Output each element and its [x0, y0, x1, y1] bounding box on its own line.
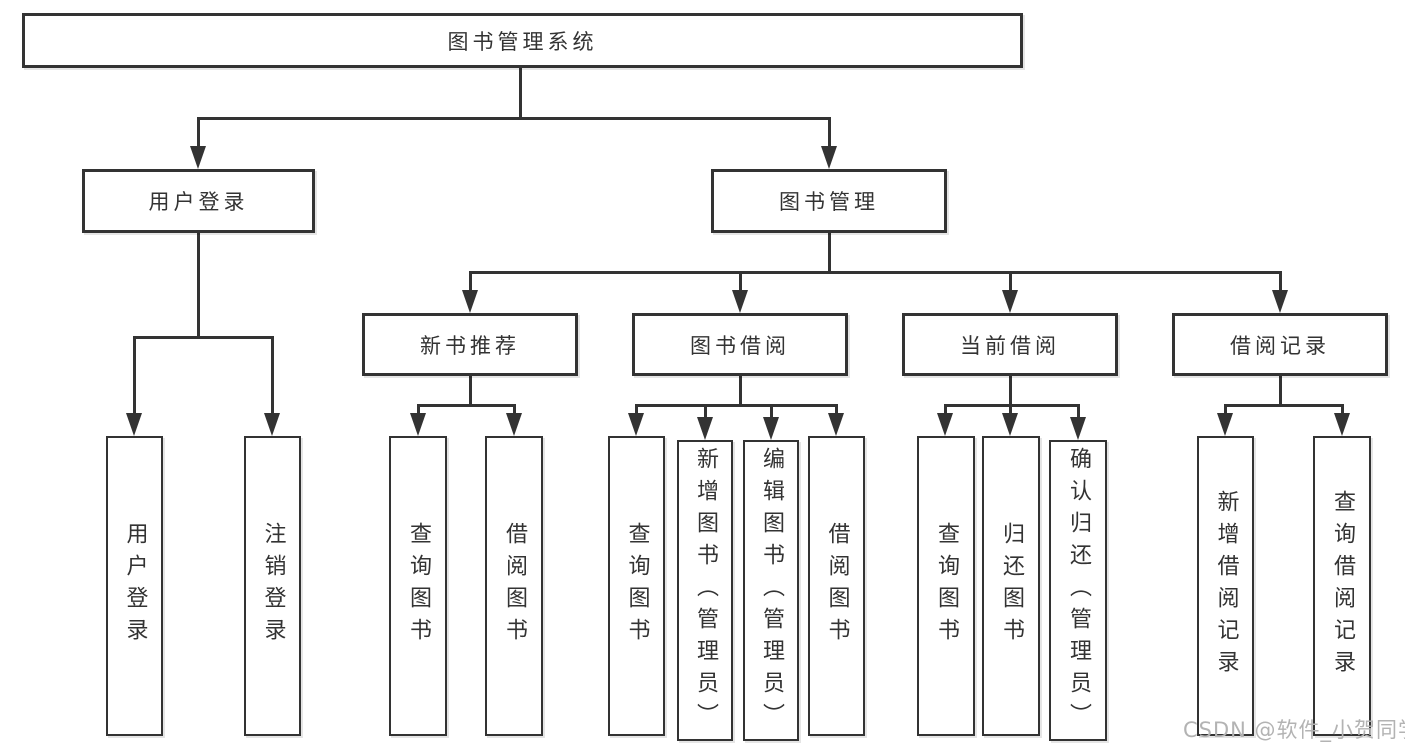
leaf-nb-borrow-books-label: 借阅图书	[502, 522, 527, 650]
connector-line	[271, 337, 274, 414]
leaf-bb-add-books-admin: 新增图书（管理员）	[677, 440, 733, 741]
node-current-borrow: 当前借阅	[902, 313, 1118, 376]
connector-line	[1224, 404, 1344, 407]
connector-line	[469, 272, 472, 291]
connector-line	[417, 404, 516, 407]
leaf-bb-query-books: 查询图书	[608, 436, 665, 736]
connector-line	[133, 337, 136, 414]
arrowhead-down-icon	[1002, 290, 1018, 313]
arrowhead-down-icon	[1272, 290, 1288, 313]
node-borrow-records: 借阅记录	[1172, 313, 1388, 376]
connector-line	[770, 405, 773, 418]
connector-line	[1341, 405, 1344, 414]
leaf-bb-borrow-books: 借阅图书	[808, 436, 865, 736]
arrowhead-down-icon	[828, 413, 844, 436]
leaf-br-add-record-label: 新增借阅记录	[1213, 490, 1239, 682]
node-book-management-label: 图书管理	[779, 190, 879, 214]
connector-line	[133, 336, 274, 339]
arrowhead-down-icon	[763, 417, 779, 440]
connector-line	[1009, 405, 1012, 414]
connector-line	[1224, 405, 1227, 414]
connector-line	[513, 405, 516, 414]
leaf-bb-borrow-books-label: 借阅图书	[824, 522, 850, 650]
leaf-cb-query-books: 查询图书	[917, 436, 975, 736]
leaf-logout-label: 注销登录	[260, 522, 286, 650]
leaf-cb-confirm-return-admin: 确认归还（管理员）	[1049, 440, 1107, 741]
leaf-bb-edit-books-admin-label: 编辑图书（管理员）	[759, 446, 784, 735]
connector-line	[944, 404, 1080, 407]
connector-line	[635, 404, 838, 407]
connector-line	[1009, 272, 1012, 291]
connector-line	[519, 68, 522, 117]
leaf-nb-query-books-label: 查询图书	[406, 522, 431, 650]
leaf-cb-confirm-return-admin-label: 确认归还（管理员）	[1066, 446, 1091, 735]
leaf-cb-return-books: 归还图书	[982, 436, 1040, 736]
node-book-management: 图书管理	[711, 169, 947, 233]
connector-line	[944, 405, 947, 414]
connector-line	[417, 405, 420, 414]
arrowhead-down-icon	[821, 146, 837, 169]
arrowhead-down-icon	[697, 417, 713, 440]
node-user-login: 用户登录	[82, 169, 315, 233]
leaf-br-add-record: 新增借阅记录	[1197, 436, 1254, 736]
arrowhead-down-icon	[1334, 413, 1350, 436]
arrowhead-down-icon	[1217, 413, 1233, 436]
node-new-book-recommend: 新书推荐	[362, 313, 578, 376]
node-current-borrow-label: 当前借阅	[960, 333, 1060, 358]
node-root: 图书管理系统	[22, 13, 1023, 68]
node-borrow-records-label: 借阅记录	[1230, 333, 1330, 358]
arrowhead-down-icon	[462, 290, 478, 313]
leaf-cb-query-books-label: 查询图书	[934, 522, 959, 650]
arrowhead-down-icon	[190, 146, 206, 169]
connector-line	[635, 405, 638, 414]
connector-line	[739, 376, 742, 405]
connector-line	[1009, 376, 1012, 405]
leaf-user-login: 用户登录	[106, 436, 163, 736]
connector-line	[197, 117, 831, 120]
leaf-logout: 注销登录	[244, 436, 301, 736]
leaf-nb-query-books: 查询图书	[389, 436, 447, 736]
leaf-br-query-record: 查询借阅记录	[1313, 436, 1371, 736]
connector-line	[469, 271, 1282, 274]
arrowhead-down-icon	[628, 413, 644, 436]
arrowhead-down-icon	[1002, 413, 1018, 436]
leaf-user-login-label: 用户登录	[122, 522, 148, 650]
connector-line	[704, 405, 707, 418]
leaf-nb-borrow-books: 借阅图书	[485, 436, 543, 736]
leaf-bb-add-books-admin-label: 新增图书（管理员）	[693, 446, 718, 735]
leaf-bb-query-books-label: 查询图书	[624, 522, 650, 650]
leaf-bb-edit-books-admin: 编辑图书（管理员）	[743, 440, 799, 741]
arrowhead-down-icon	[410, 413, 426, 436]
leaf-cb-return-books-label: 归还图书	[999, 522, 1024, 650]
node-user-login-label: 用户登录	[148, 190, 249, 214]
connector-line	[739, 272, 742, 291]
arrowhead-down-icon	[264, 413, 280, 436]
connector-line	[835, 405, 838, 414]
node-root-label: 图书管理系统	[447, 29, 598, 54]
arrowhead-down-icon	[1070, 417, 1086, 440]
connector-line	[197, 117, 200, 147]
connector-line	[828, 117, 831, 147]
connector-line	[1279, 376, 1282, 405]
node-book-borrow: 图书借阅	[632, 313, 848, 376]
arrowhead-down-icon	[732, 290, 748, 313]
connector-line	[197, 233, 200, 337]
leaf-br-query-record-label: 查询借阅记录	[1330, 490, 1355, 682]
arrowhead-down-icon	[126, 413, 142, 436]
connector-line	[828, 233, 831, 272]
connector-line	[1279, 272, 1282, 291]
connector-line	[1077, 405, 1080, 418]
watermark: CSDN @软件_小贺同学	[1183, 718, 1405, 742]
arrowhead-down-icon	[506, 413, 522, 436]
node-book-borrow-label: 图书借阅	[690, 333, 790, 358]
connector-line	[469, 376, 472, 405]
node-new-book-recommend-label: 新书推荐	[420, 333, 520, 358]
arrowhead-down-icon	[937, 413, 953, 436]
